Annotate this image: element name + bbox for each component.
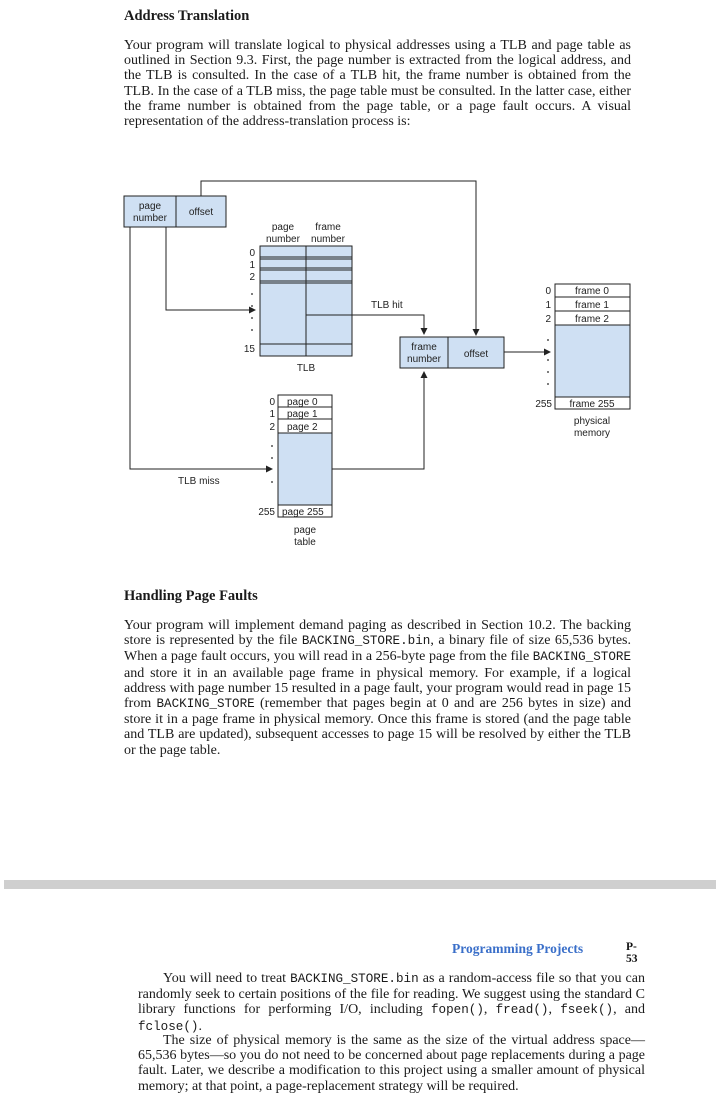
- memory-frame-1: frame 1: [575, 300, 609, 311]
- physical-memory-size-paragraph: The size of physical memory is the same …: [138, 1033, 645, 1094]
- tlb-frame-header: frame: [315, 222, 341, 233]
- page-table: [277, 394, 333, 518]
- tlb-index-0: 0: [249, 248, 255, 259]
- page-table-entry-0: page 0: [287, 397, 318, 408]
- page-faults-paragraph: Your program will implement demand pagin…: [124, 618, 631, 758]
- logical-number-label: number: [133, 213, 168, 224]
- logical-offset-box: [175, 195, 227, 228]
- physical-offset-label: offset: [464, 349, 488, 360]
- page-table-entry-1: page 1: [287, 409, 318, 420]
- physical-memory-label-2: memory: [574, 428, 610, 439]
- section-heading-address-translation: Address Translation: [124, 8, 250, 24]
- memory-index-0: 0: [545, 286, 551, 297]
- logical-page-number-box: [123, 195, 177, 228]
- physical-offset-box: [447, 336, 505, 369]
- address-translation-paragraph: Your program will translate logical to p…: [124, 38, 631, 130]
- logical-offset-label: offset: [189, 207, 213, 218]
- tlb-index-ellipsis: [251, 293, 253, 331]
- tlb-frame-number-header: number: [311, 234, 346, 245]
- tlb-page-header: page: [272, 222, 295, 233]
- page-table-index-2: 2: [269, 422, 275, 433]
- memory-frame-2: frame 2: [575, 314, 609, 325]
- tlb-table: [259, 245, 353, 357]
- tlb-miss-label: TLB miss: [178, 476, 220, 487]
- address-translation-diagram: page number offset page number frame num…: [123, 180, 631, 548]
- tlb-index-2: 2: [249, 272, 255, 283]
- memory-index-ellipsis: [547, 339, 549, 385]
- tlb-label: TLB: [297, 363, 316, 374]
- tlb-hit-label: TLB hit: [371, 300, 403, 311]
- memory-index-255: 255: [535, 399, 552, 410]
- page-table-index-0: 0: [269, 397, 275, 408]
- tlb-index-15: 15: [244, 344, 256, 355]
- physical-memory: [554, 283, 631, 410]
- section-heading-handling-page-faults: Handling Page Faults: [124, 588, 258, 604]
- tlb-index-1: 1: [249, 260, 255, 271]
- page-table-entry-255: page 255: [282, 507, 324, 518]
- memory-index-2: 2: [545, 314, 551, 325]
- physical-number-label: number: [407, 354, 442, 365]
- logical-page-label: page: [139, 201, 162, 212]
- memory-index-1: 1: [545, 300, 551, 311]
- header-section-title: Programming Projects: [452, 941, 584, 956]
- page-table-entry-2: page 2: [287, 422, 318, 433]
- document-page-2: Programming Projects P-53 You will need …: [0, 889, 720, 1119]
- page-table-label-1: page: [294, 525, 317, 536]
- memory-frame-255: frame 255: [569, 399, 614, 410]
- page-table-label-2: table: [294, 537, 316, 548]
- page-divider: [4, 880, 716, 889]
- page-table-index-255: 255: [258, 507, 275, 518]
- page-table-index-ellipsis: [271, 445, 273, 483]
- header-page-number: P-53: [626, 941, 638, 965]
- tlb-page-number-header: number: [266, 234, 301, 245]
- diagram-connectors: [129, 180, 551, 473]
- page-header: Programming Projects P-53: [452, 941, 638, 965]
- random-access-paragraph: You will need to treat BACKING_STORE.bin…: [138, 971, 646, 1034]
- physical-frame-label: frame: [411, 342, 437, 353]
- page-table-index-1: 1: [269, 409, 275, 420]
- memory-frame-0: frame 0: [575, 286, 609, 297]
- physical-frame-number-box: [399, 336, 449, 369]
- physical-memory-label-1: physical: [574, 416, 610, 427]
- document-page-1: Address Translation Your program will tr…: [123, 8, 631, 758]
